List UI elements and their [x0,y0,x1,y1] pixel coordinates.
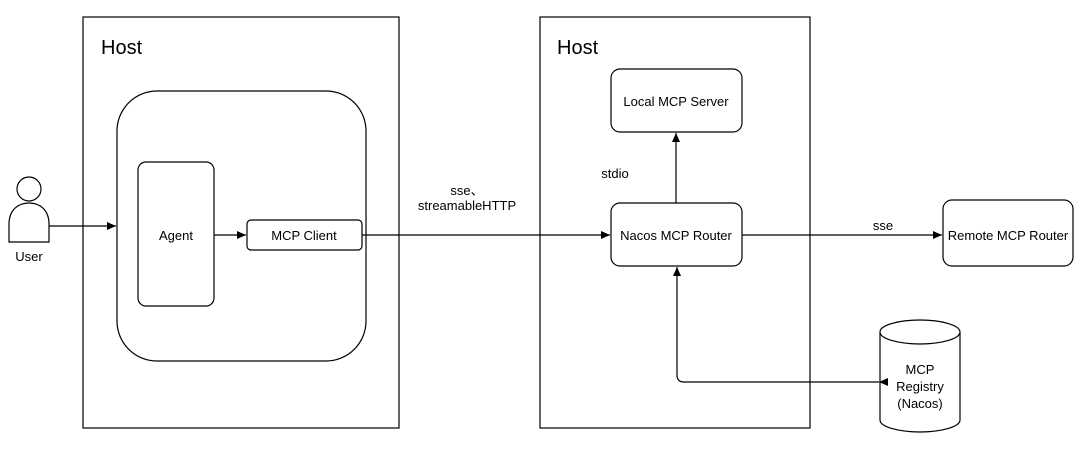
nacos-mcp-router-label: Nacos MCP Router [620,228,732,243]
mcp-client-node: MCP Client [246,219,363,251]
user-actor: User [8,176,50,264]
edge-label-sse-remote: sse [873,218,893,233]
edge-label-streamablehttp: streamableHTTP [418,198,516,213]
agent-node: Agent [137,161,215,307]
edge-router-registry [673,267,888,386]
registry-label-3: (Nacos) [897,396,943,411]
edge-label-sse: sse、 [450,183,483,198]
user-label: User [15,249,43,264]
user-head [16,176,42,202]
user-body [8,202,50,243]
registry-label-2: Registry [896,379,944,394]
edge-label-stdio: stdio [601,166,628,181]
remote-mcp-router-label: Remote MCP Router [948,228,1069,243]
nacos-mcp-router-node: Nacos MCP Router [610,202,743,267]
mcp-registry-node: MCP Registry (Nacos) [879,319,961,433]
remote-mcp-router-node: Remote MCP Router [942,199,1074,267]
local-mcp-server-node: Local MCP Server [610,68,743,133]
local-mcp-server-label: Local MCP Server [623,94,729,109]
agent-label: Agent [159,228,193,243]
host-title-right: Host [557,37,599,59]
registry-label-1: MCP [906,362,935,377]
mcp-client-label: MCP Client [271,228,337,243]
host-title-left: Host [101,37,143,59]
